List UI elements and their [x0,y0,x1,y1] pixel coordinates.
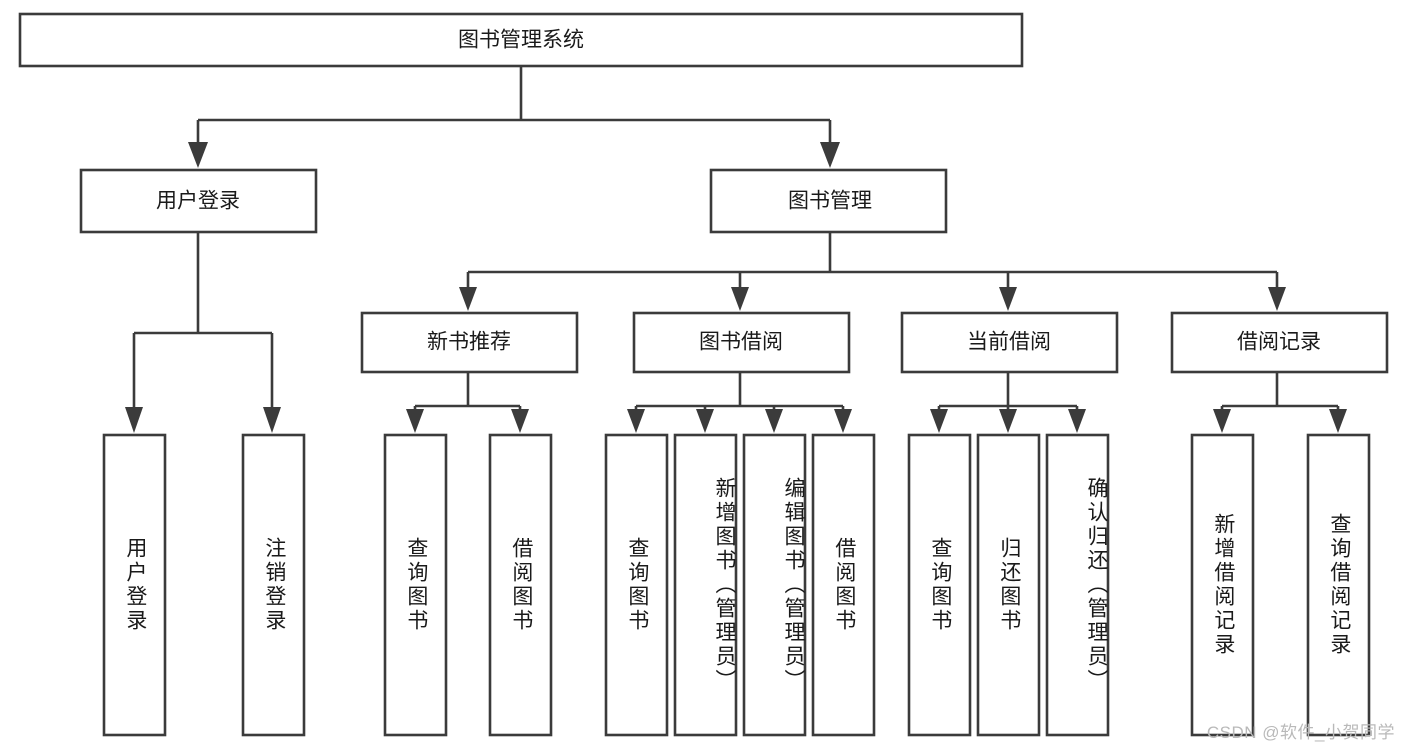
arrow-head-icon [820,142,840,168]
arrow-head-icon [125,407,143,433]
leaf-borrow-record-1-box[interactable] [1306,433,1371,737]
connector-group-book-borrow [627,372,852,433]
node-book-manage-label: 图书管理 [788,190,872,213]
node-borrow-record-label: 借阅记录 [1237,331,1321,354]
arrow-head-icon [1068,409,1086,433]
arrow-head-icon [999,409,1017,433]
node-root-box[interactable] [18,12,1024,68]
node-new-book-recommend[interactable]: 新书推荐 [360,311,579,374]
arrow-head-icon [263,407,281,433]
arrow-head-icon [1268,287,1286,311]
node-root-label: 图书管理系统 [458,29,584,52]
leaf-book-borrow-1-box[interactable] [673,433,738,737]
node-book-manage-box[interactable] [709,168,948,234]
node-book-borrow-label: 图书借阅 [699,331,783,354]
arrow-head-icon [930,409,948,433]
arrow-head-icon [765,409,783,433]
leaf-user-login-1-box[interactable] [241,433,306,737]
arrow-head-icon [731,287,749,311]
watermark-label: CSDN @软件_小贺同学 [1206,723,1395,742]
leaf-current-borrow-1-box[interactable] [976,433,1041,737]
arrow-head-icon [511,409,529,433]
connector-group-user-login [125,232,281,433]
arrow-head-icon [406,409,424,433]
arrow-head-icon [999,287,1017,311]
leaf-user-login-0-box[interactable] [102,433,167,737]
leaf-current-borrow-2-box[interactable] [1045,433,1110,737]
node-borrow-record[interactable]: 借阅记录 [1170,311,1389,374]
node-current-borrow-label: 当前借阅 [967,331,1051,354]
node-book-borrow-box[interactable] [632,311,851,374]
connector-group-root [188,66,840,168]
connector-group-new-book [406,372,529,433]
node-root[interactable]: 图书管理系统 [18,12,1024,68]
arrow-head-icon [627,409,645,433]
leaf-new-book-0-box[interactable] [383,433,448,737]
leaf-book-borrow-0-box[interactable] [604,433,669,737]
leaf-book-borrow-2-box[interactable] [742,433,807,737]
node-current-borrow[interactable]: 当前借阅 [900,311,1119,374]
arrow-head-icon [1213,409,1231,433]
leaf-new-book-1-box[interactable] [488,433,553,737]
node-book-borrow[interactable]: 图书借阅 [632,311,851,374]
node-book-manage[interactable]: 图书管理 [709,168,948,234]
arrow-head-icon [459,287,477,311]
connector-group-current-borrow [930,372,1086,433]
connector-group-borrow-record [1213,372,1347,433]
node-new-book-recommend-label: 新书推荐 [427,331,511,354]
leaf-current-borrow-0-box[interactable] [907,433,972,737]
leaf-book-borrow-3-box[interactable] [811,433,876,737]
arrow-head-icon [1329,409,1347,433]
node-borrow-record-box[interactable] [1170,311,1389,374]
arrow-head-icon [188,142,208,168]
leaf-borrow-record-0-box[interactable] [1190,433,1255,737]
arrow-head-icon [696,409,714,433]
node-user-login[interactable]: 用户登录 [79,168,318,234]
node-user-login-label: 用户登录 [156,190,240,213]
node-new-book-recommend-box[interactable] [360,311,579,374]
node-user-login-box[interactable] [79,168,318,234]
arrow-head-icon [834,409,852,433]
connector-group-book-manage [459,232,1286,311]
node-current-borrow-box[interactable] [900,311,1119,374]
